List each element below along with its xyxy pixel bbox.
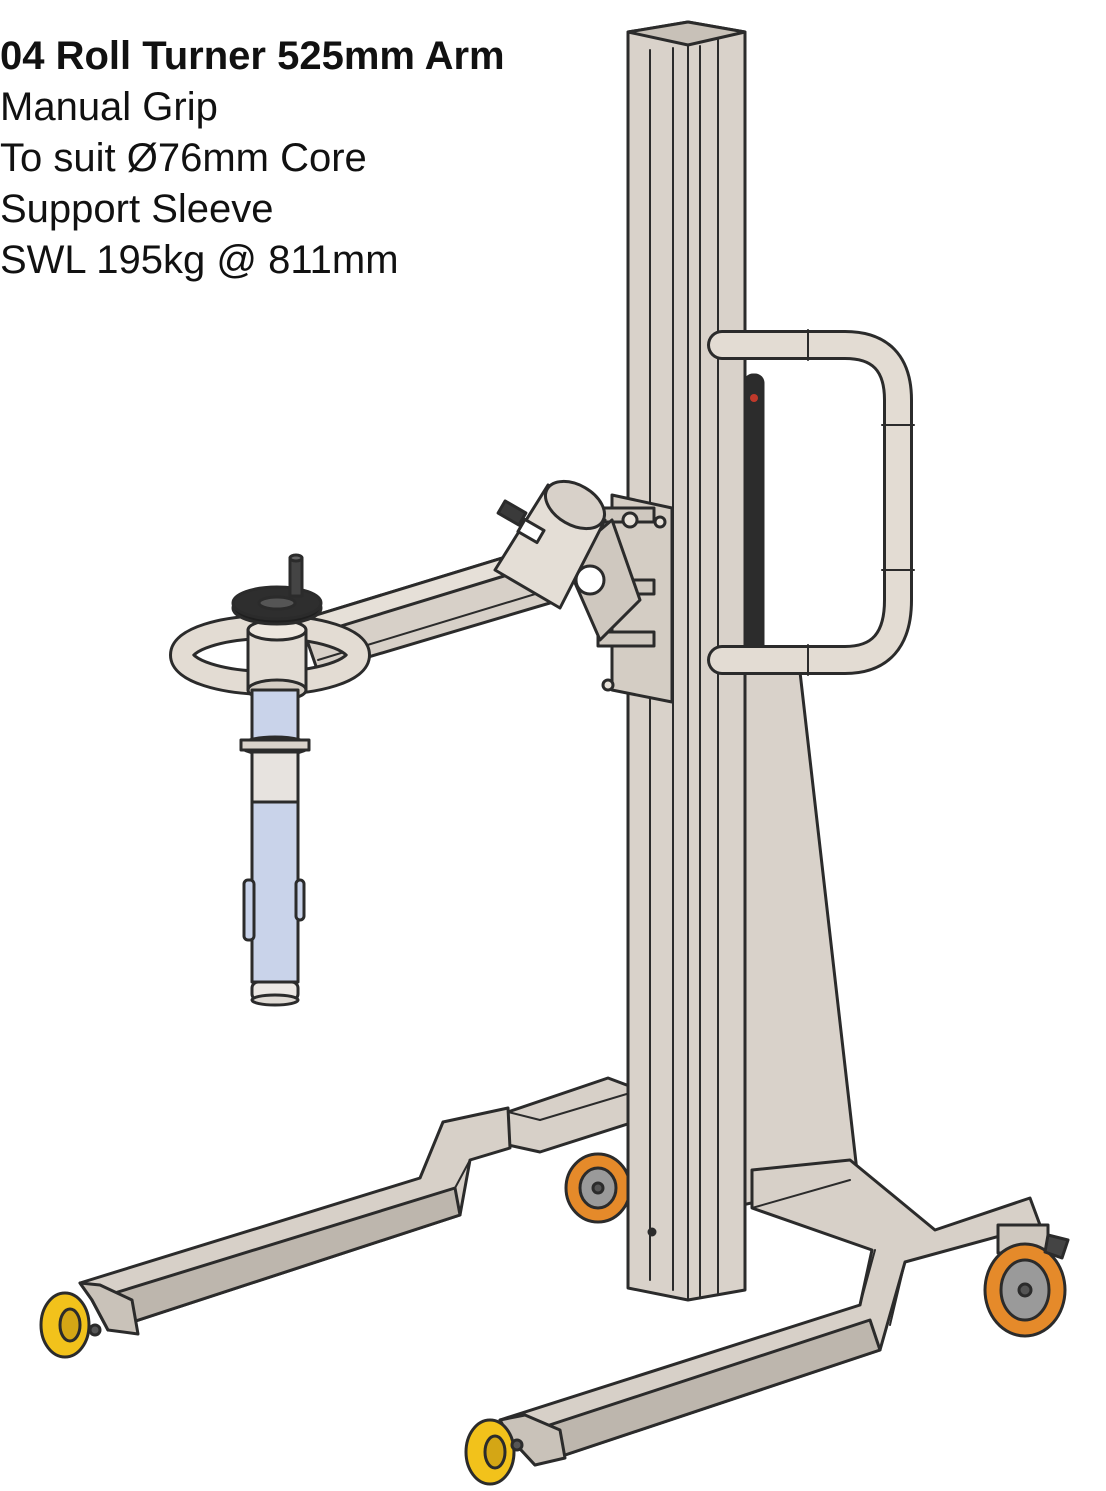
right-caster-wheel — [983, 1223, 1070, 1338]
spec-text-block: 04 Roll Turner 525mm Arm Manual Grip To … — [0, 30, 505, 286]
support-plate — [740, 668, 860, 1207]
product-title: 04 Roll Turner 525mm Arm — [0, 34, 505, 78]
spec-line-core: To suit Ø76mm Core — [0, 136, 367, 180]
spec-line-sleeve: Support Sleeve — [0, 187, 274, 231]
front-right-wheel — [464, 1418, 524, 1486]
control-pendant — [743, 373, 765, 657]
base-rear-crossbar — [506, 1076, 642, 1154]
spec-line-swl: SWL 195kg @ 811mm — [0, 238, 399, 282]
core-shaft — [239, 688, 311, 1007]
spindle-housing — [246, 618, 308, 702]
rotation-head — [493, 479, 607, 610]
spec-line-grip: Manual Grip — [0, 85, 218, 129]
front-left-wheel — [39, 1291, 102, 1359]
manual-grip-handwheel[interactable] — [231, 553, 323, 626]
rear-wheel — [564, 1152, 632, 1224]
